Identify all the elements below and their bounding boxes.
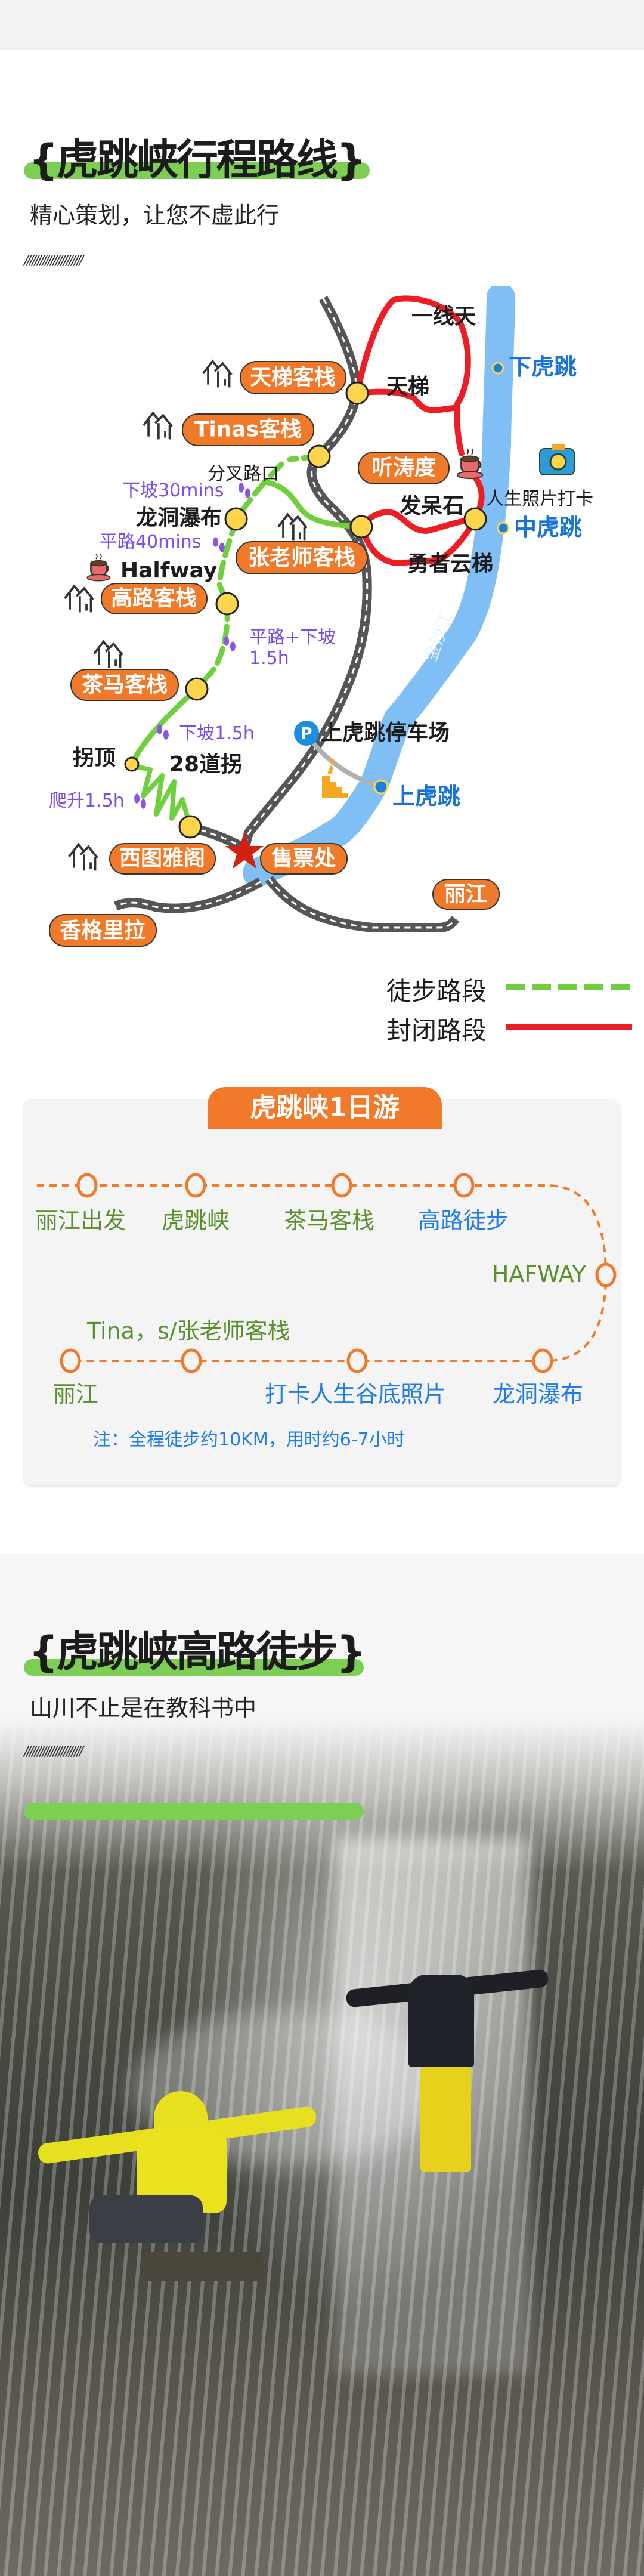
legend-closed-line	[506, 1024, 632, 1030]
divider: //////////////////////	[24, 254, 83, 268]
legend-closed-label: 封闭路段	[386, 1016, 487, 1045]
label-yixiantian: 一线天	[411, 304, 476, 329]
top-band	[0, 0, 644, 50]
inn-zhang[interactable]: 张老师客栈	[236, 541, 368, 574]
stop-stay: Tina，s/张老师客栈	[87, 1318, 290, 1344]
parking-icon	[294, 721, 319, 746]
stop-lijiang-depart: 丽江出发	[35, 1207, 126, 1234]
camera-icon	[539, 444, 575, 475]
inn-tianti[interactable]: 天梯客栈	[240, 361, 346, 394]
hike-subtitle: 山川不止是在教科书中	[30, 1695, 257, 1721]
person-grey-pants	[89, 2195, 203, 2243]
coffee-cup-icon	[86, 553, 111, 582]
ticket-office[interactable]: 售票处	[260, 843, 348, 875]
itinerary-title: 虎跳峡1日游	[208, 1087, 442, 1129]
house-icon	[142, 412, 174, 441]
svg-text:西图雅阁: 西图雅阁	[119, 846, 205, 871]
label-halfway: Halfway	[120, 558, 217, 583]
route-subtitle: 精心策划，让您不虚此行	[30, 202, 280, 228]
label-yongzhe: 勇者云梯	[407, 552, 493, 576]
label-tianti: 天梯	[386, 375, 429, 399]
parking-letter: P	[301, 725, 312, 743]
house-icon	[67, 843, 99, 872]
inn-tingtao[interactable]: 听涛度	[358, 452, 450, 484]
inn-gaolu[interactable]: 高路客栈	[101, 583, 208, 614]
stop-lijiang-return: 丽江	[53, 1381, 99, 1407]
stop-chama: 茶马客栈	[284, 1207, 375, 1234]
footprint-icon	[239, 483, 250, 498]
house-icon	[92, 640, 124, 669]
time-flat-40: 平路40mins	[100, 532, 201, 552]
time-downhill-1-5: 下坡1.5h	[179, 723, 255, 744]
house-icon	[63, 585, 95, 614]
label-fencha: 分叉路口	[208, 464, 279, 484]
inn-chama[interactable]: 茶马客栈	[70, 669, 179, 701]
svg-text:丽江: 丽江	[444, 882, 487, 907]
label-guaiding: 拐顶	[73, 746, 116, 770]
house-icon	[202, 360, 233, 389]
lower-jump-node	[491, 362, 504, 375]
itinerary-card	[24, 1099, 620, 1485]
label-photo-spot: 人生照片打卡	[486, 489, 593, 509]
itinerary-note: 注：全程徒步约10KM，用时约6-7小时	[93, 1429, 405, 1450]
label-28-bends: 28道拐	[169, 752, 242, 777]
hike-title-highlight	[24, 1659, 364, 1676]
stop-halfway: HAFWAY	[491, 1261, 586, 1287]
person-yellow-pants	[420, 2067, 471, 2172]
roads	[113, 296, 460, 932]
walking-stairs-icon	[322, 759, 348, 798]
time-downhill-30: 下坡30mins	[122, 480, 224, 501]
stop-high-road: 高路徒步	[418, 1207, 509, 1234]
time-flat-downhill-duration: 1.5h	[249, 648, 289, 669]
footprint-icon	[157, 724, 169, 740]
stop-tiger-leaping: 虎跳峡	[162, 1207, 230, 1234]
label-parking: 上虎跳停车场	[321, 721, 450, 745]
stop-longdong: 龙洞瀑布	[493, 1381, 584, 1407]
jinsha-river	[243, 286, 515, 887]
title-highlight	[24, 162, 370, 179]
itinerary-path	[37, 1173, 617, 1373]
label-fadaishi: 发呆石	[400, 494, 464, 518]
legend-hiking-label: 徒步路段	[386, 977, 487, 1006]
route-nodes	[124, 381, 487, 839]
time-climb-1-5: 爬升1.5h	[49, 790, 125, 811]
svg-text:茶马客栈: 茶马客栈	[82, 673, 168, 697]
person-dark-jacket	[408, 1975, 474, 2067]
hike-divider: //////////////////////	[24, 1744, 83, 1759]
label-upper-jump: 上虎跳	[392, 783, 460, 810]
star-icon	[225, 832, 264, 869]
hike-title-highlight	[24, 1803, 364, 1820]
svg-text:张老师客栈: 张老师客栈	[248, 546, 355, 570]
svg-text:听涛度: 听涛度	[371, 456, 436, 480]
svg-text:香格里拉: 香格里拉	[60, 919, 145, 943]
footprint-icon	[213, 537, 225, 552]
route-map: 金沙江 天梯客栈 Tinas客栈 听涛度 张老师客栈 高路客栈 茶马客栈 西图雅…	[49, 286, 593, 947]
label-middle-jump: 中虎跳	[514, 514, 582, 540]
svg-text:高路客栈: 高路客栈	[111, 586, 197, 611]
legend-hiking-line	[506, 984, 632, 990]
dest-shangrila[interactable]: 香格里拉	[49, 914, 157, 947]
upper-jump-node	[373, 779, 389, 795]
svg-text:天梯客栈: 天梯客栈	[250, 366, 336, 390]
time-flat-downhill: 平路+下坡	[249, 627, 336, 648]
svg-text:售票处: 售票处	[271, 847, 336, 871]
route-title: {虎跳峡行程路线}	[29, 135, 366, 184]
label-lower-jump: 下虎跳	[509, 354, 577, 380]
hike-title: {虎跳峡高路徒步}	[29, 1627, 366, 1676]
label-longdong: 龙洞瀑布	[136, 506, 222, 530]
rock-log	[143, 2252, 262, 2281]
inn-tinas[interactable]: Tinas客栈	[182, 413, 314, 446]
stop-photo: 打卡人生谷底照片	[265, 1381, 447, 1407]
waterfall-photo	[0, 1718, 644, 2576]
middle-jump-node	[497, 521, 510, 535]
svg-text:Tinas客栈: Tinas客栈	[194, 418, 302, 442]
footprint-icon	[224, 636, 236, 651]
closed-route	[354, 295, 485, 567]
house-icon	[277, 513, 308, 542]
dest-lijiang[interactable]: 丽江	[432, 879, 500, 910]
inn-xitu[interactable]: 西图雅阁	[109, 843, 216, 875]
